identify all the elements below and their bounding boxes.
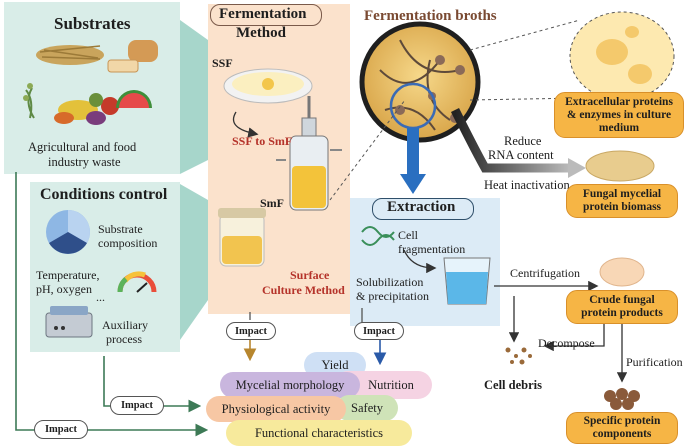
gauge-icon [117,271,157,293]
pill-safety: Safety [336,395,398,421]
substrates-caption-1: Agricultural and food [28,140,137,154]
auxiliary-2: process [106,332,142,346]
specific-protein-box: Specific protein components [566,412,678,444]
ellipsis: ... [96,290,105,304]
extracellular-3: medium [598,121,640,134]
substrate-connector [180,20,208,174]
broths-title: Fermentation broths [364,8,497,24]
biomass-1: Fungal mycelial [582,188,662,200]
ssf-petri-dish-icon [223,68,313,104]
conditions-connector [180,184,208,340]
smf-label: SmF [260,196,284,210]
crude-protein-box: Crude fungal protein products [566,290,678,324]
crude-2: protein products [581,307,663,319]
substrates-caption-2: industry waste [48,155,121,169]
broth-to-extraction-arrow [400,174,426,194]
substrate-composition-2: composition [98,236,158,250]
impact-badge-fermentation: Impact [226,322,276,340]
dna-fragmentation-icon [361,226,395,246]
pill-physiological: Physiological activity [206,396,346,422]
cell-fragmentation-1: Cell [398,228,418,242]
extraction-title-box [372,198,474,220]
extracellular-box: Extracellular proteins & enzymes in cult… [554,92,684,138]
substrate-composition-1: Substrate [98,222,143,236]
pill-morphology: Mycelial morphology [220,372,360,398]
substrates-illustration [23,40,158,125]
heat-label: Heat inactivation [484,178,570,192]
pie-chart-icon [46,210,90,254]
heat-inactivation-arrow [568,158,586,178]
ssf-to-smf-arrow [232,111,259,138]
decompose-arrow [543,322,605,352]
specific-1: Specific protein [583,415,661,427]
impact-badge-substrates: Impact [34,420,88,439]
reduce-label-2: RNA content [488,148,554,162]
surface-culture-2: Culture Method [262,283,345,297]
fermentation-title-2: Method [236,25,286,41]
biomass-box: Fungal mycelial protein biomass [566,184,678,218]
ultrasonic-bath-icon [45,306,93,338]
extracellular-1: Extracellular proteins [565,95,673,108]
biomass-2: protein biomass [582,201,662,213]
cell-debris-label: Cell debris [484,378,542,392]
bioreactor-icon [276,96,342,211]
beaker-icon [443,257,491,305]
biomass-blob [585,150,655,182]
surface-culture-jar-icon [218,208,266,267]
fermentation-title-1: Fermentation [219,6,307,22]
crude-1: Crude fungal [589,294,655,306]
environment-2: pH, oxygen [36,282,92,296]
decompose-label: Decompose [538,336,595,350]
impact-badge-extraction: Impact [354,322,404,340]
solubilization-1: Solubilization [356,275,424,289]
cell-debris-dots [505,347,532,365]
impact-badge-conditions: Impact [110,396,164,415]
extracellular-2: & enzymes in culture [566,108,672,121]
auxiliary-1: Auxiliary [102,318,148,332]
substrates-panel [4,2,180,174]
environment-1: Temperature, [36,268,100,282]
substrates-impact-arrow [15,172,209,437]
extraction-title: Extraction [387,199,456,215]
cell-fragmentation-2: fragmentation [398,242,466,256]
conditions-impact-arrow [103,356,202,413]
ssf-to-smf-label: SSF to SmF [232,134,293,148]
solubilization-2: & precipitation [356,289,429,303]
ssf-label: SSF [212,56,233,70]
centrifugation-label: Centrifugation [510,266,580,280]
protein-beads [604,388,640,410]
reduce-label-1: Reduce [504,134,542,148]
conditions-title: Conditions control [40,186,168,203]
crude-protein-blob [599,257,645,287]
surface-culture-1: Surface [290,268,330,282]
substrates-title: Substrates [54,14,131,33]
pill-functional: Functional characteristics [226,420,412,446]
purification-label: Purification [626,355,683,369]
specific-2: components [592,428,652,440]
fermentation-title-box [210,4,322,26]
